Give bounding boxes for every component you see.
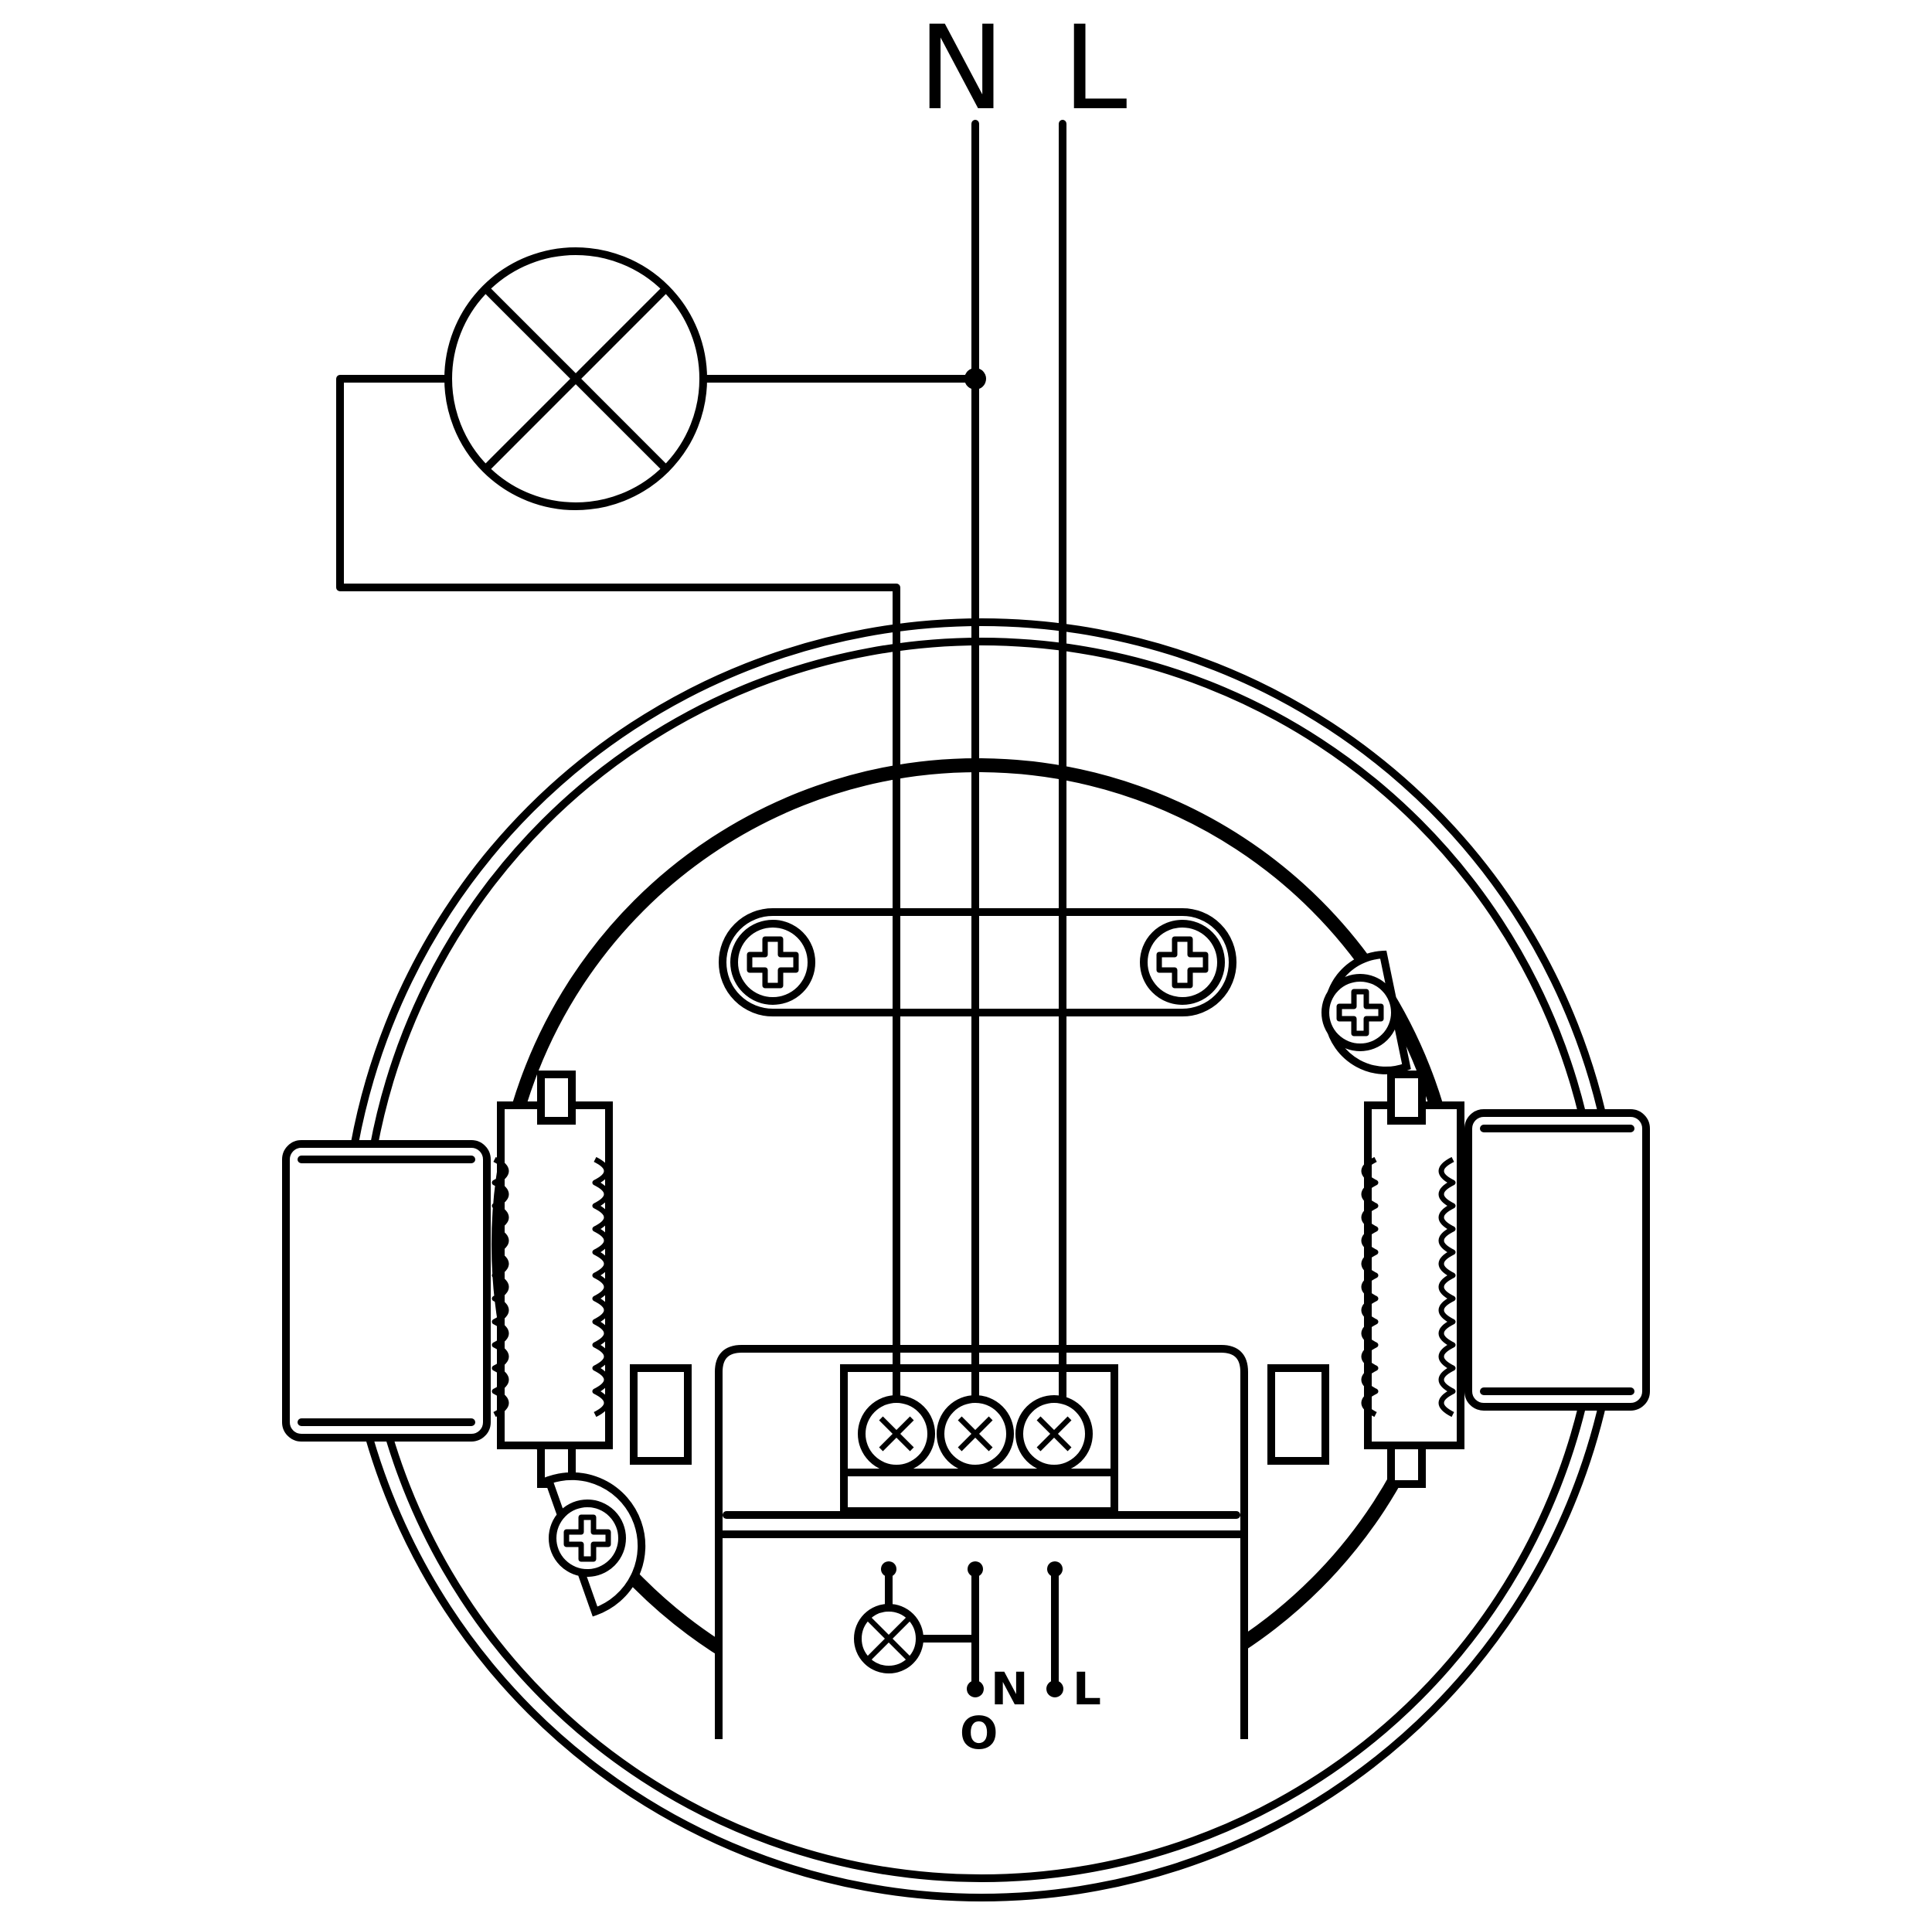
live-label: L [1063, 2, 1128, 136]
junction-dot [964, 368, 986, 390]
wiring [336, 120, 1066, 1403]
small-schematic: N L O [854, 1561, 1101, 1759]
left-spring-clip [282, 1071, 692, 1488]
neutral-label: N [918, 2, 1005, 136]
lamp-icon [444, 247, 707, 510]
screw-left [730, 920, 815, 1005]
screw-top-right [1321, 950, 1411, 1074]
small-live-label: L [1073, 1663, 1101, 1715]
small-lamp-icon [854, 1604, 923, 1673]
terminal-screw-2 [937, 1395, 1014, 1472]
lamp-return-wire [336, 375, 900, 1403]
terminal-screw-3 [1015, 1395, 1093, 1472]
terminal-screw-1 [858, 1395, 935, 1472]
right-spring-clip [1267, 1071, 1650, 1488]
small-output-label: O [960, 1707, 998, 1759]
screw-bottom-left [543, 1472, 646, 1617]
small-neutral-label: N [991, 1663, 1029, 1715]
screw-right [1140, 920, 1225, 1005]
